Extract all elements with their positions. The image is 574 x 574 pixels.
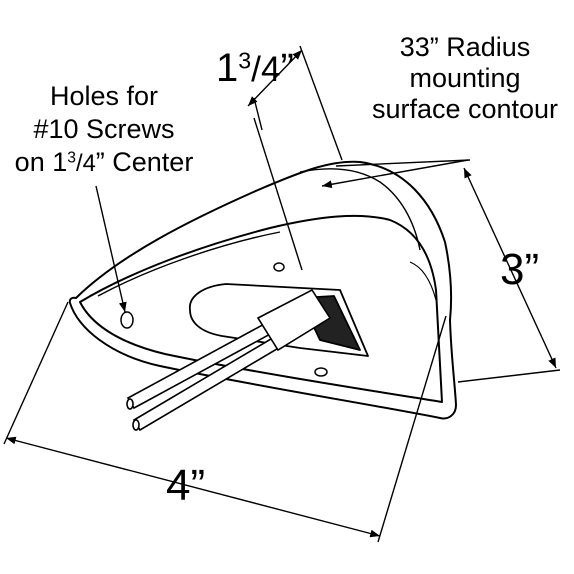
screw-hole-top (273, 262, 285, 272)
holes-label-line2: #10 Screws (33, 114, 175, 144)
screw-hole-bottom (314, 367, 328, 377)
screw-holes (120, 262, 328, 377)
dim-bottom-extension-right (377, 315, 447, 543)
radius-label-line2: mounting (409, 63, 521, 93)
dim-right-line (463, 167, 557, 369)
radius-label-line1: 33” Radius (399, 32, 531, 62)
dim-top-extension-a (253, 97, 263, 131)
radius-leader (321, 159, 469, 189)
lens-edge (409, 261, 437, 301)
wire-end-upper (126, 398, 134, 410)
dimension-lines (3, 45, 561, 543)
dim-bottom-label: 4” (166, 461, 206, 510)
dim-top-extension-b (299, 45, 343, 161)
dim-bottom-line (5, 436, 381, 538)
holes-label: Holes for #10 Screws on 13/4” Center (4, 80, 204, 180)
dim-bottom-extension-left (3, 301, 69, 445)
dim-top-line (247, 49, 303, 107)
dim-right-extension-b (457, 369, 561, 383)
holes-leader (95, 185, 127, 313)
wire-boot (256, 288, 332, 352)
radius-label-line3: surface contour (371, 94, 559, 124)
dim-right-label: 3” (500, 245, 540, 294)
holes-label-line1: Holes for (49, 81, 159, 111)
lens-curve (97, 168, 421, 297)
screw-hole-left (120, 311, 134, 329)
wires (126, 288, 332, 432)
dim-right-extension (335, 159, 471, 167)
holes-label-line3: on 13/4” Center (14, 147, 194, 177)
dim-top-label: 13/4” (216, 46, 294, 90)
base-flange (79, 214, 443, 403)
wire-end-lower (132, 419, 140, 431)
center-leader (253, 117, 303, 271)
radius-label: 33” Radius mounting surface contour (360, 32, 570, 125)
